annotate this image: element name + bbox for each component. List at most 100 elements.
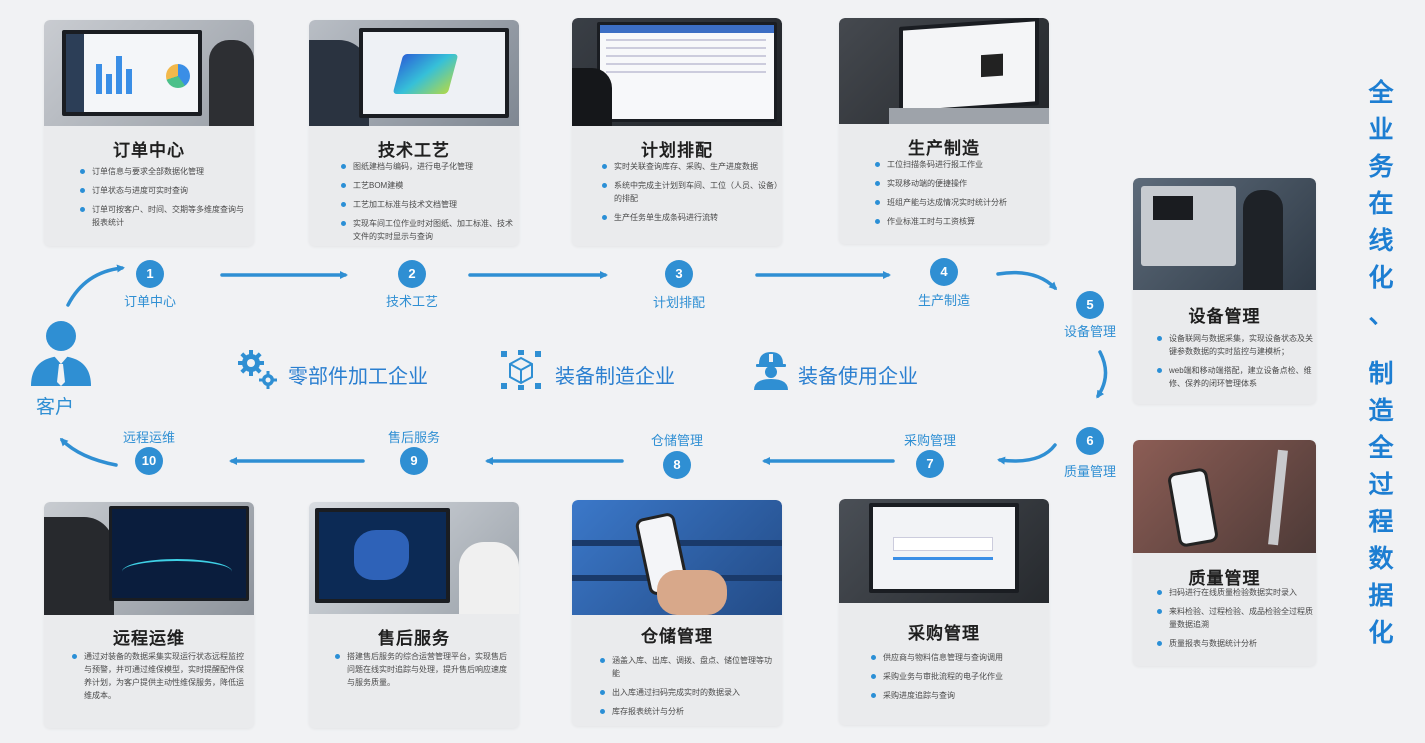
side-title-char: 在 — [1368, 190, 1394, 218]
node-label-10: 远程运维 — [122, 430, 175, 445]
network-cube-icon — [500, 350, 542, 390]
node-7: 7 — [916, 450, 944, 478]
list-item: 作业标准工时与工资核算 — [873, 215, 1045, 228]
list-item: 图纸建档与编码，进行电子化管理 — [339, 160, 515, 173]
list-item: 班组产能与达成情况实时统计分析 — [873, 196, 1045, 209]
center-label-equipment-mfg: 装备制造企业 — [555, 366, 675, 388]
list-item: 库存报表统计与分析 — [598, 705, 778, 718]
node-label-5: 设备管理 — [1063, 324, 1116, 339]
customer-label: 客户 — [36, 397, 75, 418]
remote-ops-photo — [44, 502, 254, 615]
card-production: 生产制造 工位扫描条码进行报工作业 实现移动端的便捷操作 班组产能与达成情况实时… — [839, 18, 1049, 244]
node-8: 8 — [663, 451, 691, 479]
node-label-3: 计划排配 — [652, 295, 705, 310]
card-title: 生产制造 — [908, 139, 980, 158]
card-order-center: 订单中心 订单信息与要求全部数据化管理 订单状态与进度可实时查询 订单可按客户、… — [44, 20, 254, 246]
card-list: 通过对装备的数据采集实现运行状态远程监控与预警，并可通过维保模型，实时提醒配件保… — [70, 650, 250, 708]
quality-photo — [1133, 440, 1316, 553]
card-title: 设备管理 — [1188, 307, 1261, 326]
worker-helmet-icon — [750, 348, 792, 390]
list-item: 工艺BOM建模 — [339, 179, 515, 192]
center-label-parts: 零部件加工企业 — [288, 366, 428, 388]
card-title: 售后服务 — [378, 629, 450, 648]
list-item: 采购进度追踪与查询 — [869, 689, 1045, 702]
order-center-photo — [44, 20, 254, 126]
arrow-5-to-6 — [1096, 350, 1108, 399]
side-title-char: 据 — [1368, 582, 1394, 610]
card-list: 供应商与物料信息管理与查询调用 采购业务与审批流程的电子化作业 采购进度追踪与查… — [869, 651, 1045, 708]
list-item: 订单可按客户、时间、交期等多维度查询与报表统计 — [78, 203, 248, 229]
list-item: 实现车间工位作业时对图纸、加工标准、技术文件的实时显示与查询 — [339, 217, 515, 243]
node-label-4: 生产制造 — [917, 293, 970, 308]
list-item: 供应商与物料信息管理与查询调用 — [869, 651, 1045, 664]
node-label-9: 售后服务 — [387, 430, 440, 445]
list-item: 订单信息与要求全部数据化管理 — [78, 165, 248, 178]
list-item: 通过对装备的数据采集实现运行状态远程监控与预警，并可通过维保模型，实时提醒配件保… — [70, 650, 250, 702]
card-purchasing: 采购管理 供应商与物料信息管理与查询调用 采购业务与审批流程的电子化作业 采购进… — [839, 499, 1049, 725]
side-title: 全 业 务 在 线 化 、 制 造 全 过 程 数 据 化 — [1364, 75, 1398, 652]
node-3: 3 — [665, 260, 693, 288]
list-item: 订单状态与进度可实时查询 — [78, 184, 248, 197]
list-item: web端和移动端搭配，建立设备点检、维修、保养的闭环管理体系 — [1155, 364, 1313, 390]
node-2: 2 — [398, 260, 426, 288]
node-4: 4 — [930, 258, 958, 286]
list-item: 出入库通过扫码完成实时的数据录入 — [598, 686, 778, 699]
node-10: 10 — [135, 447, 163, 475]
center-label-equipment-use: 装备使用企业 — [798, 366, 918, 388]
production-photo — [839, 18, 1049, 124]
warehouse-photo — [572, 500, 782, 615]
list-item: 实时关联查询库存、采购、生产进度数据 — [600, 160, 778, 173]
list-item: 设备联网与数据采集，实现设备状态及关键参数数据的实时监控与建模析； — [1155, 332, 1313, 358]
list-item: 搭建售后服务的综合运营管理平台，实现售后问题在线实时追踪与处理，提升售后响应速度… — [333, 650, 509, 689]
side-title-char: 线 — [1368, 227, 1394, 255]
card-list: 工位扫描条码进行报工作业 实现移动端的便捷操作 班组产能与达成情况实时统计分析 … — [873, 158, 1045, 234]
list-item: 系统中完成主计划到车间、工位（人员、设备）的排配 — [600, 179, 778, 205]
list-item: 涵盖入库、出库、调拨、盘点、储位管理等功能 — [598, 654, 778, 680]
side-title-char: 过 — [1368, 471, 1394, 499]
card-warehouse: 仓储管理 涵盖入库、出库、调拨、盘点、储位管理等功能 出入库通过扫码完成实时的数… — [572, 500, 782, 726]
after-sales-photo — [309, 502, 519, 614]
side-title-char: 全 — [1368, 434, 1394, 462]
side-title-char: 、 — [1368, 301, 1394, 329]
card-title: 订单中心 — [113, 141, 185, 160]
card-equipment: 设备管理 设备联网与数据采集，实现设备状态及关键参数数据的实时监控与建模析； w… — [1133, 178, 1316, 404]
tech-process-photo — [309, 20, 519, 126]
arrow-4-to-5 — [996, 270, 1058, 291]
arrow-10-to-customer — [59, 437, 118, 467]
list-item: 工艺加工标准与技术文档管理 — [339, 198, 515, 211]
list-item: 来料检验、过程检验、成品检验全过程质量数据追溯 — [1155, 605, 1313, 631]
node-1: 1 — [136, 260, 164, 288]
card-remote-ops: 远程运维 通过对装备的数据采集实现运行状态远程监控与预警，并可通过维保模型，实时… — [44, 502, 254, 728]
card-list: 设备联网与数据采集，实现设备状态及关键参数数据的实时监控与建模析； web端和移… — [1155, 332, 1313, 396]
side-title-char: 业 — [1368, 116, 1394, 144]
node-label-8: 仓储管理 — [650, 433, 703, 448]
list-item: 采购业务与审批流程的电子化作业 — [869, 670, 1045, 683]
customer-icon — [26, 318, 96, 388]
list-item: 生产任务单生成条码进行流转 — [600, 211, 778, 224]
card-list: 搭建售后服务的综合运营管理平台，实现售后问题在线实时追踪与处理，提升售后响应速度… — [333, 650, 509, 695]
side-title-char: 程 — [1368, 508, 1394, 536]
arrow-6-to-7 — [997, 443, 1057, 465]
list-item: 扫码进行在线质量检验数据实时录入 — [1155, 586, 1313, 599]
card-quality: 质量管理 扫码进行在线质量检验数据实时录入 来料检验、过程检验、成品检验全过程质… — [1133, 440, 1316, 666]
card-planning: 计划排配 实时关联查询库存、采购、生产进度数据 系统中完成主计划到车间、工位（人… — [572, 18, 782, 246]
card-after-sales: 售后服务 搭建售后服务的综合运营管理平台，实现售后问题在线实时追踪与处理，提升售… — [309, 502, 519, 728]
side-title-char: 全 — [1368, 79, 1394, 107]
node-label-1: 订单中心 — [123, 294, 176, 309]
side-title-char: 务 — [1368, 153, 1394, 181]
card-tech-process: 技术工艺 图纸建档与编码，进行电子化管理 工艺BOM建模 工艺加工标准与技术文档… — [309, 20, 519, 246]
node-6: 6 — [1076, 427, 1104, 455]
card-title: 远程运维 — [113, 629, 185, 648]
list-item: 工位扫描条码进行报工作业 — [873, 158, 1045, 171]
card-list: 扫码进行在线质量检验数据实时录入 来料检验、过程检验、成品检验全过程质量数据追溯… — [1155, 586, 1313, 656]
card-list: 图纸建档与编码，进行电子化管理 工艺BOM建模 工艺加工标准与技术文档管理 实现… — [339, 160, 515, 246]
planning-photo — [572, 18, 782, 126]
side-title-char: 制 — [1368, 360, 1394, 388]
node-label-7: 采购管理 — [903, 433, 956, 448]
equipment-photo — [1133, 178, 1316, 290]
card-title: 采购管理 — [908, 624, 980, 643]
purchasing-photo — [839, 499, 1049, 603]
side-title-char: 化 — [1368, 264, 1394, 292]
side-title-char: 造 — [1368, 397, 1394, 425]
card-list: 订单信息与要求全部数据化管理 订单状态与进度可实时查询 订单可按客户、时间、交期… — [78, 165, 248, 235]
